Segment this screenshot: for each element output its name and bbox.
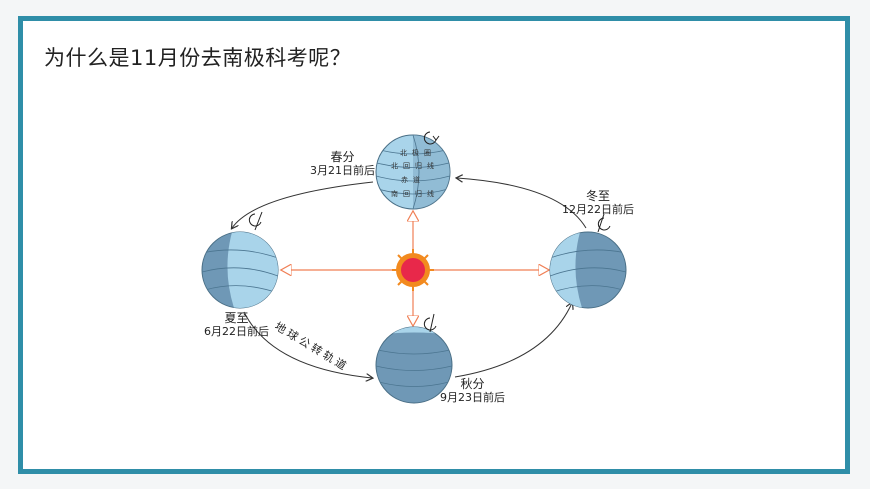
label-tropic-of-cancer: 北回归线 — [391, 161, 439, 170]
earth-summer-solstice — [201, 211, 279, 309]
orbit-arc-summer-to-autumn — [243, 311, 372, 378]
autumn-date: 9月23日前后 — [440, 391, 505, 404]
orbit-arc-winter-to-spring — [457, 178, 587, 229]
earth-winter-solstice — [549, 213, 627, 309]
orbit-arc-autumn-to-winter — [454, 303, 572, 378]
summer-date: 6月22日前后 — [204, 325, 269, 338]
autumn-label: 秋分 9月23日前后 — [440, 377, 505, 405]
earth-spring-equinox — [375, 131, 451, 210]
spring-label: 春分 3月21日前后 — [310, 150, 375, 178]
label-arctic-circle: 北极圈 — [400, 148, 436, 157]
label-tropic-of-capricorn: 南回归线 — [391, 189, 439, 198]
label-equator: 赤道 — [401, 175, 425, 184]
autumn-name: 秋分 — [460, 377, 485, 391]
page-title: 为什么是11月份去南极科考呢？ — [44, 46, 352, 70]
summer-name: 夏至 — [224, 311, 249, 325]
winter-label: 冬至 12月22日前后 — [562, 189, 634, 217]
summer-label: 夏至 6月22日前后 — [204, 311, 269, 339]
sun-icon — [392, 249, 434, 291]
spring-date: 3月21日前后 — [310, 164, 375, 177]
winter-name: 冬至 — [585, 189, 610, 203]
spring-name: 春分 — [330, 150, 355, 164]
orbit-arc-spring-to-summer — [232, 181, 374, 228]
winter-date: 12月22日前后 — [562, 203, 634, 216]
